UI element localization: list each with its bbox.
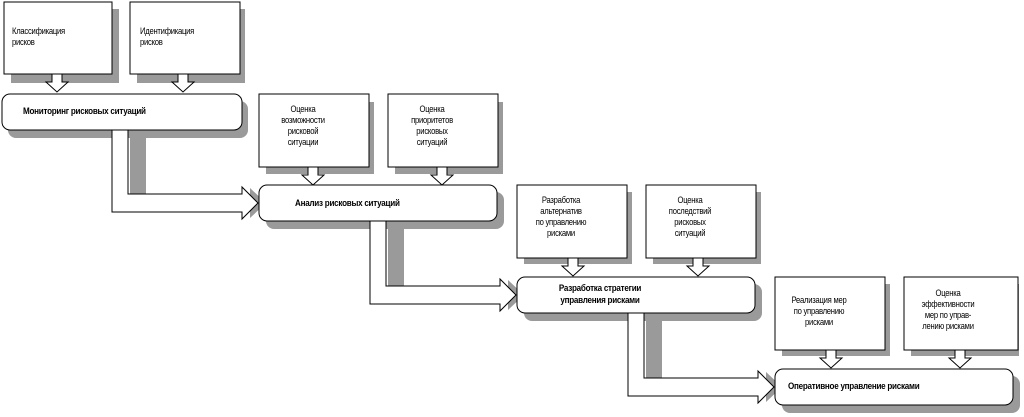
down-arrow-7 [818,349,844,369]
stage-label-strategy: Разработка стратегии управления рисками [558,283,642,306]
down-arrow-6 [685,257,711,277]
input-box-consequences [645,184,757,259]
input-label-alternatives: Разработка альтернатив по управлению рис… [535,195,587,238]
down-arrow-4 [429,166,455,186]
stage-label-operational: Оперативное управление рисками [788,381,920,392]
down-arrow-3 [300,166,326,186]
input-label-consequences: Оценка последствий рисковых ситуаций [668,195,712,238]
input-label-identification: Идентификация рисков [140,26,195,47]
input-label-effectiveness: Оценка эффективности мер по управ- лению… [921,288,975,331]
input-box-priorities [387,93,499,168]
input-box-effectiveness [903,276,1019,351]
down-arrow-5 [560,257,586,277]
stage-box-operational [774,368,1014,406]
input-box-implementation [774,276,886,351]
stage-label-analysis: Анализ рисковых ситуаций [295,198,400,209]
shapes [1,1,1019,406]
input-label-possibility: Оценка возможности рисковой ситуации [281,104,325,147]
down-arrow-8 [947,349,973,369]
down-arrow-2 [170,73,196,93]
input-box-classification [3,1,113,75]
stage-label-monitoring: Мониторинг рисковых ситуаций [23,106,146,117]
input-box-possibility [258,93,370,168]
down-arrow-1 [44,73,70,93]
input-label-classification: Классификация рисков [12,26,65,47]
input-label-priorities: Оценка приоритетов рисковых ситуаций [411,104,453,147]
connector-arrow-1 [111,129,259,221]
connector-arrow-3 [627,312,775,405]
connector-arrow-2 [369,220,517,313]
input-label-implementation: Реализация мер по управлению рисками [791,295,847,327]
input-box-alternatives [516,184,628,259]
input-box-identification [129,1,241,75]
